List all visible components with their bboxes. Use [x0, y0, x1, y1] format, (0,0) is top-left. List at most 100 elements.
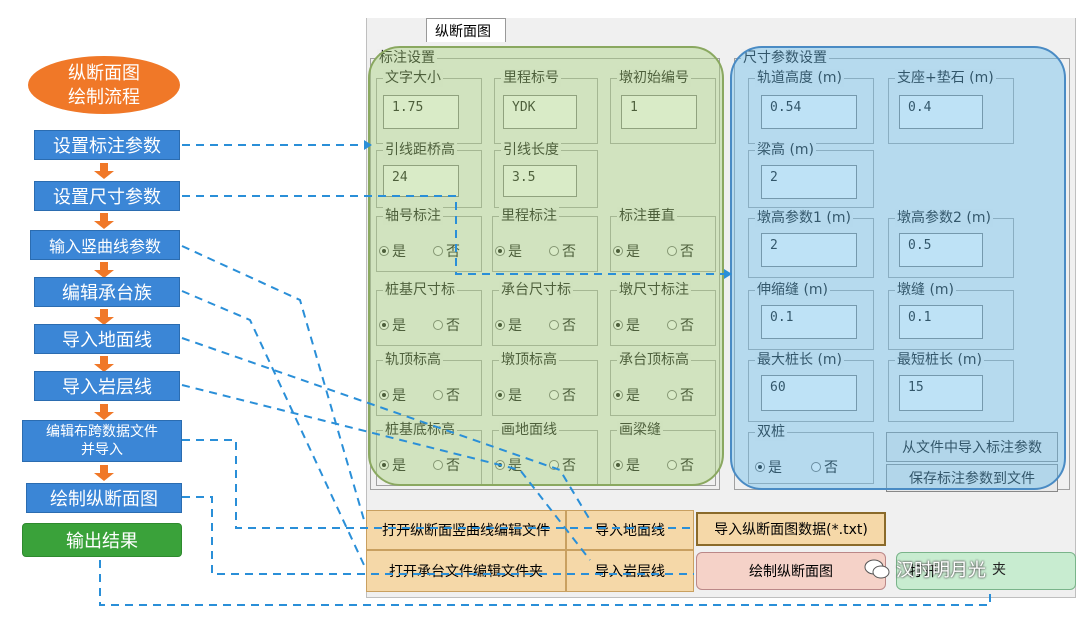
pier-gap-label: 墩缝 (m): [895, 281, 957, 299]
step-input-curve: 输入竖曲线参数: [30, 230, 180, 260]
expansion-input[interactable]: 0.1: [761, 305, 857, 339]
radio-group-label: 承台尺寸标: [499, 281, 573, 299]
radio-yes[interactable]: 是: [613, 315, 640, 335]
connector-rock: [181, 384, 591, 561]
pier-start-input[interactable]: 1: [621, 95, 697, 129]
radio-off-icon: [549, 460, 559, 470]
save-params-button[interactable]: 保存标注参数到文件: [886, 464, 1058, 492]
radio-yes[interactable]: 是: [379, 385, 406, 405]
bearing-input[interactable]: 0.4: [899, 95, 983, 129]
radio-on-icon: [495, 320, 505, 330]
pier-param2-label: 墩高参数2 (m): [895, 209, 993, 227]
radio-group-label: 画地面线: [499, 421, 559, 439]
step-import-rock: 导入岩层线: [34, 371, 180, 401]
min-pile-input[interactable]: 15: [899, 375, 983, 411]
radio-group-label: 轨顶标高: [383, 351, 443, 369]
radio-group: 轴号标注是否: [376, 207, 482, 272]
connector-ground: [181, 337, 591, 521]
pier-start-group: 墩初始编号 1: [610, 69, 716, 144]
radio-group-label: 桩基底标高: [383, 421, 457, 439]
beam-height-input[interactable]: 2: [761, 165, 857, 199]
radio-no[interactable]: 否: [667, 455, 694, 475]
radio-yes[interactable]: 是: [379, 315, 406, 335]
radio-group-label: 桩基尺寸标: [383, 281, 457, 299]
radio-group: 墩尺寸标注是 否: [610, 281, 716, 346]
radio-no[interactable]: 否: [549, 455, 576, 475]
size-group-title: 尺寸参数设置: [741, 49, 829, 67]
radio-off-icon: [433, 390, 443, 400]
mileage-input[interactable]: YDK: [503, 95, 577, 129]
radio-group: 标注垂直是 否: [610, 207, 716, 272]
draw-profile-button[interactable]: 绘制纵断面图: [696, 552, 886, 590]
radio-yes[interactable]: 是: [379, 241, 406, 261]
size-highlight: [730, 46, 1066, 490]
connector-span: [182, 439, 694, 529]
connector-output: [99, 560, 991, 606]
radio-off-icon: [549, 320, 559, 330]
lead-dist-input[interactable]: 24: [383, 165, 459, 197]
radio-group: 墩顶标高是否: [492, 351, 598, 416]
radio-group: 桩基尺寸标是 否: [376, 281, 482, 346]
radio-group: 承台顶标高是 否: [610, 351, 716, 416]
radio-no[interactable]: 否: [549, 241, 576, 261]
radio-yes[interactable]: 是: [495, 385, 522, 405]
step-edit-cap: 编辑承台族: [34, 277, 180, 307]
font-size-input[interactable]: 1.75: [383, 95, 459, 129]
radio-no[interactable]: 否: [433, 385, 460, 405]
connector-curve: [181, 245, 365, 521]
radio-yes[interactable]: 是: [613, 455, 640, 475]
pier-param1-group: 墩高参数1 (m) 2: [748, 209, 874, 278]
radio-no[interactable]: 否: [433, 455, 460, 475]
tab-profile[interactable]: 纵断面图: [426, 18, 506, 42]
arrowhead-icon: [724, 269, 732, 279]
radio-group-label: 标注垂直: [617, 207, 677, 225]
pier-param1-label: 墩高参数1 (m): [755, 209, 853, 227]
radio-no[interactable]: 否: [667, 315, 694, 335]
pier-param2-input[interactable]: 0.5: [899, 233, 983, 267]
radio-yes[interactable]: 是: [613, 385, 640, 405]
radio-off-icon: [433, 320, 443, 330]
radio-no[interactable]: 否: [433, 315, 460, 335]
beam-height-label: 梁高 (m): [755, 141, 817, 159]
radio-no[interactable]: 否: [549, 315, 576, 335]
lead-len-input[interactable]: 3.5: [503, 165, 577, 197]
pier-param2-group: 墩高参数2 (m) 0.5: [888, 209, 1014, 278]
double-pile-no[interactable]: 否: [811, 457, 838, 477]
bearing-group: 支座+垫石 (m) 0.4: [888, 69, 1014, 144]
max-pile-input[interactable]: 60: [761, 375, 857, 411]
track-height-input[interactable]: 0.54: [761, 95, 857, 129]
connector-draw: [182, 496, 694, 575]
open-cap-folder-button[interactable]: 打开承台文件编辑文件夹: [366, 550, 566, 592]
double-pile-label: 双桩: [755, 423, 787, 441]
import-params-button[interactable]: 从文件中导入标注参数: [886, 432, 1058, 462]
pier-param1-input[interactable]: 2: [761, 233, 857, 267]
open-output-folder-button[interactable]: 打开: [896, 552, 1076, 590]
radio-on-icon: [495, 246, 505, 256]
radio-on-icon: [379, 390, 389, 400]
radio-group-label: 墩尺寸标注: [617, 281, 691, 299]
radio-group: 里程标注是否: [492, 207, 598, 272]
radio-on-icon: [379, 246, 389, 256]
track-height-group: 轨道高度 (m) 0.54: [748, 69, 874, 144]
watermark: 汉时明月光 夹: [864, 556, 1006, 582]
radio-yes[interactable]: 是: [495, 241, 522, 261]
size-group: 尺寸参数设置: [734, 49, 1070, 490]
radio-no[interactable]: 否: [549, 385, 576, 405]
pier-gap-input[interactable]: 0.1: [899, 305, 983, 339]
radio-yes[interactable]: 是: [613, 241, 640, 261]
radio-no[interactable]: 否: [667, 385, 694, 405]
import-rock-button[interactable]: 导入岩层线: [566, 550, 694, 592]
radio-on-icon: [495, 390, 505, 400]
radio-off-icon: [667, 320, 677, 330]
radio-group: 轨顶标高是 否: [376, 351, 482, 416]
radio-yes[interactable]: 是: [495, 315, 522, 335]
radio-no[interactable]: 否: [667, 241, 694, 261]
radio-group-label: 承台顶标高: [617, 351, 691, 369]
radio-off-icon: [667, 390, 677, 400]
connector-size: [182, 195, 726, 275]
step-import-ground: 导入地面线: [34, 324, 180, 354]
import-profile-data-button[interactable]: 导入纵断面图数据(*.txt): [696, 512, 886, 546]
radio-group: 承台尺寸标是 否: [492, 281, 598, 346]
radio-off-icon: [667, 246, 677, 256]
